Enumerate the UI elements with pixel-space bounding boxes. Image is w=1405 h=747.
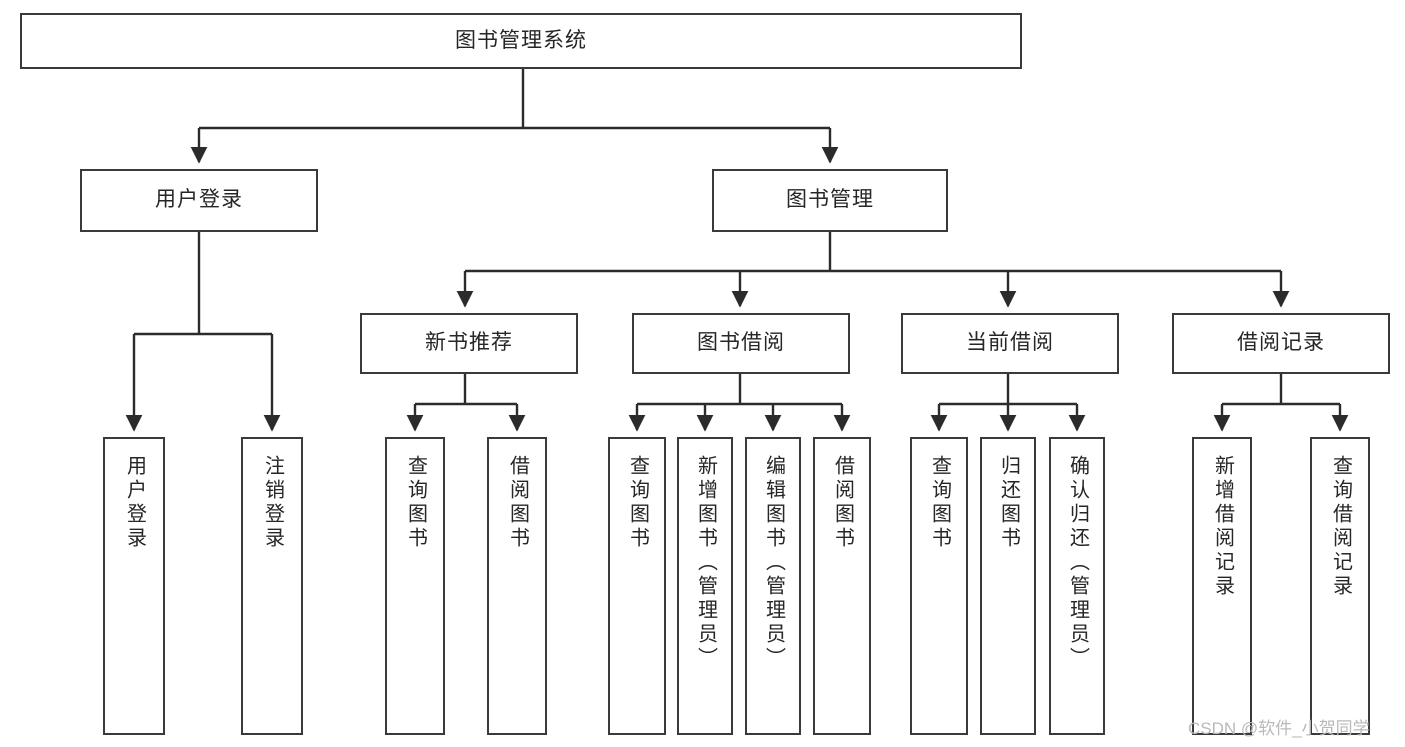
edges-current-borrow-to-leaves xyxy=(930,374,1086,432)
node-leaf-query-book-1-label: 查询图书 xyxy=(404,455,427,551)
node-leaf-borrow-book-2[interactable]: 借阅图书 xyxy=(813,437,871,735)
node-leaf-return-book[interactable]: 归还图书 xyxy=(980,437,1036,735)
edges-user-login-to-leaves xyxy=(125,232,281,432)
edges-new-book-recommend-to-leaves xyxy=(406,374,526,432)
node-leaf-confirm-return-label: 确认归还（管理员） xyxy=(1066,455,1089,671)
node-leaf-query-book-3-label: 查询图书 xyxy=(928,455,951,551)
node-leaf-borrow-book-1-label: 借阅图书 xyxy=(506,455,529,551)
csdn-watermark: CSDN @软件_小贺同学 xyxy=(1188,719,1370,738)
node-new-book-recommend[interactable]: 新书推荐 xyxy=(360,313,578,374)
node-root[interactable]: 图书管理系统 xyxy=(20,13,1022,69)
node-leaf-query-book-2-label: 查询图书 xyxy=(626,455,649,551)
edges-book-borrow-to-leaves xyxy=(628,374,851,432)
node-leaf-user-logout[interactable]: 注销登录 xyxy=(241,437,303,735)
node-leaf-borrow-book-1[interactable]: 借阅图书 xyxy=(487,437,547,735)
node-leaf-confirm-return[interactable]: 确认归还（管理员） xyxy=(1049,437,1105,735)
node-book-borrow[interactable]: 图书借阅 xyxy=(632,313,850,374)
node-borrow-record-label: 借阅记录 xyxy=(1237,331,1325,355)
node-leaf-add-record-label: 新增借阅记录 xyxy=(1211,455,1234,599)
node-leaf-query-record[interactable]: 查询借阅记录 xyxy=(1310,437,1370,735)
node-leaf-query-book-3[interactable]: 查询图书 xyxy=(910,437,968,735)
edges-borrow-record-to-leaves xyxy=(1213,374,1349,432)
node-leaf-add-book-label: 新增图书（管理员） xyxy=(694,455,717,671)
node-current-borrow-label: 当前借阅 xyxy=(966,331,1054,355)
node-root-label: 图书管理系统 xyxy=(455,28,587,52)
node-leaf-add-record[interactable]: 新增借阅记录 xyxy=(1192,437,1252,735)
node-user-login-label: 用户登录 xyxy=(155,188,243,212)
node-leaf-user-login[interactable]: 用户登录 xyxy=(103,437,165,735)
node-leaf-user-login-label: 用户登录 xyxy=(123,455,146,551)
edges-book-manage-to-level3 xyxy=(456,232,1290,308)
node-leaf-query-book-2[interactable]: 查询图书 xyxy=(608,437,666,735)
node-leaf-return-book-label: 归还图书 xyxy=(997,455,1020,551)
node-new-book-recommend-label: 新书推荐 xyxy=(425,331,513,355)
node-leaf-query-book-1[interactable]: 查询图书 xyxy=(385,437,445,735)
node-borrow-record[interactable]: 借阅记录 xyxy=(1172,313,1390,374)
node-book-borrow-label: 图书借阅 xyxy=(697,331,785,355)
node-leaf-edit-book-label: 编辑图书（管理员） xyxy=(762,455,785,671)
node-leaf-query-record-label: 查询借阅记录 xyxy=(1329,455,1352,599)
node-leaf-borrow-book-2-label: 借阅图书 xyxy=(831,455,854,551)
node-current-borrow[interactable]: 当前借阅 xyxy=(901,313,1119,374)
node-book-manage-label: 图书管理 xyxy=(786,188,874,212)
node-user-login[interactable]: 用户登录 xyxy=(80,169,318,232)
node-leaf-add-book[interactable]: 新增图书（管理员） xyxy=(677,437,733,735)
edges-root-to-level2 xyxy=(190,68,839,164)
node-leaf-user-logout-label: 注销登录 xyxy=(261,455,284,551)
node-leaf-edit-book[interactable]: 编辑图书（管理员） xyxy=(745,437,801,735)
node-book-manage[interactable]: 图书管理 xyxy=(712,169,948,232)
